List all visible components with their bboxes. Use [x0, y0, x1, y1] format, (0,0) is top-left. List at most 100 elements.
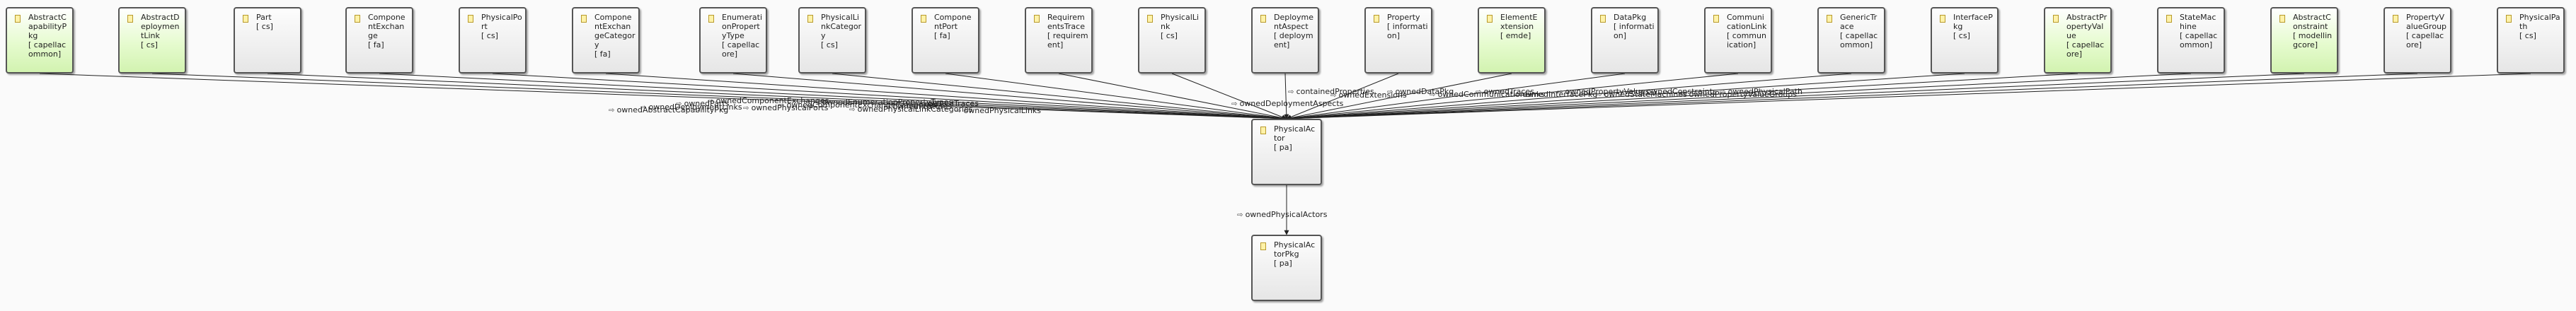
- class-icon: [1260, 127, 1266, 134]
- class-icon: [1713, 15, 1719, 23]
- node-header: AbstractPropertyValue[ capellacore]: [2045, 8, 2110, 59]
- class-node-abstract-property-value[interactable]: AbstractPropertyValue[ capellacore]: [2044, 7, 2112, 74]
- edge-label: ⇨ ownedCommunicationLinks: [1430, 90, 1545, 100]
- edge-n18-center[interactable]: [1286, 73, 1965, 122]
- node-header: PhysicalPath[ cs]: [2498, 8, 2563, 40]
- edge-n15-center[interactable]: [1286, 73, 1626, 121]
- edge-label-text: ownedPhysicalPorts: [751, 103, 829, 112]
- edge-n10-center[interactable]: [1058, 73, 1287, 121]
- reference-arrow-icon: ⇨: [1638, 88, 1647, 96]
- class-node-abstract-constraint[interactable]: AbstractConstraint[ modellingcore]: [2270, 7, 2338, 74]
- class-node-element-extension[interactable]: ElementExtension[ emde]: [1478, 7, 1546, 74]
- class-node-abstract-deployment-link[interactable]: AbstractDeploymentLink[ cs]: [118, 7, 186, 74]
- edge-label-text: ownedFeatures: [892, 102, 953, 111]
- node-header: PropertyValueGroup[ capellacore]: [2385, 8, 2450, 49]
- class-icon: [581, 15, 587, 23]
- class-icon: [468, 15, 473, 23]
- class-icon: [807, 15, 813, 23]
- node-name: AbstractDeploymentLink: [141, 13, 180, 40]
- reference-arrow-icon: ⇨: [814, 99, 822, 107]
- edge-label: ⇨ ownedExtensions: [1330, 91, 1407, 100]
- edge-n14-center[interactable]: [1286, 73, 1512, 121]
- class-node-physical-link-category[interactable]: PhysicalLinkCategory[ cs]: [798, 7, 866, 74]
- node-name: PhysicalLinkCategory: [821, 13, 862, 40]
- edge-n17-center[interactable]: [1286, 73, 1852, 121]
- node-name: InterfacePkg: [1953, 13, 1993, 31]
- node-package: [ deployment]: [1274, 31, 1313, 49]
- class-icon: [2393, 15, 2398, 23]
- reference-arrow-icon: ⇨: [1231, 100, 1240, 108]
- node-header: RequirementsTrace[ requirement]: [1026, 8, 1091, 49]
- class-icon: [1034, 15, 1040, 23]
- edge-n5-center[interactable]: [492, 73, 1287, 122]
- class-icon: [1260, 242, 1266, 250]
- edge-n2-center[interactable]: [151, 73, 1287, 122]
- node-package: [ capellacommon]: [1840, 31, 1878, 49]
- class-node-data-pkg[interactable]: DataPkg[ information]: [1591, 7, 1659, 74]
- node-name: DeploymentAspect: [1274, 13, 1313, 31]
- edge-label-text: ownedAbstractCapabilityPkg: [616, 105, 729, 115]
- class-node-communication-link[interactable]: CommunicationLink[ communication]: [1704, 7, 1772, 74]
- class-icon: [1600, 15, 1606, 23]
- class-node-physical-actor[interactable]: PhysicalActor[ pa]: [1251, 119, 1322, 185]
- class-node-physical-link[interactable]: PhysicalLink[ cs]: [1138, 7, 1206, 74]
- node-package: [ cs]: [1953, 31, 1970, 40]
- edge-n12-center[interactable]: [1284, 73, 1289, 119]
- class-node-physical-path[interactable]: PhysicalPath[ cs]: [2497, 7, 2565, 74]
- class-node-component-port[interactable]: ComponentPort[ fa]: [912, 7, 979, 74]
- edge-n21-center[interactable]: [1286, 73, 2305, 122]
- edge-n4-center[interactable]: [379, 73, 1287, 122]
- class-node-physical-actor-pkg[interactable]: PhysicalActorPkg[ pa]: [1251, 235, 1322, 301]
- node-package: [ cs]: [256, 22, 273, 31]
- edge-n19-center[interactable]: [1286, 73, 2078, 122]
- class-node-deployment-aspect[interactable]: DeploymentAspect[ deployment]: [1251, 7, 1319, 74]
- class-node-property[interactable]: Property[ information]: [1364, 7, 1432, 74]
- class-node-component-exchange-category[interactable]: ComponentExchangeCategory[ fa]: [572, 7, 640, 74]
- edge-n6-center[interactable]: [605, 73, 1287, 122]
- reference-arrow-icon: ⇨: [640, 104, 649, 112]
- edge-n3-center[interactable]: [267, 73, 1287, 122]
- edge-n20-center[interactable]: [1286, 73, 2192, 122]
- edge-n13-center[interactable]: [1286, 73, 1399, 119]
- edge-n1-center[interactable]: [39, 73, 1287, 122]
- class-node-interface-pkg[interactable]: InterfacePkg[ cs]: [1931, 7, 1999, 74]
- edge-n8-center[interactable]: [832, 73, 1287, 121]
- edge-n11-center[interactable]: [1171, 73, 1287, 119]
- node-name: ComponentExchange: [368, 13, 406, 40]
- node-package: [ capellacommon]: [2180, 31, 2218, 49]
- reference-arrow-icon: ⇨: [743, 105, 752, 112]
- edge-n22-center[interactable]: [1286, 73, 2418, 122]
- class-icon: [1147, 15, 1153, 23]
- class-icon: [2166, 15, 2172, 23]
- class-icon: [921, 15, 926, 23]
- edge-label-text: ownedComponentExchangeCategories: [786, 100, 938, 110]
- node-name: AbstractCapabilityPkg: [28, 13, 67, 40]
- edge-n9-center[interactable]: [945, 73, 1287, 121]
- class-icon: [2279, 15, 2285, 23]
- class-icon: [2506, 15, 2512, 23]
- class-node-abstract-capability-pkg[interactable]: AbstractCapabilityPkg[ capellacommon]: [6, 7, 74, 74]
- reference-arrow-icon: ⇨: [609, 107, 617, 115]
- edge-label: ⇨ ownedEnumerationPropertyTypes: [814, 98, 953, 107]
- edge-n7-center[interactable]: [732, 73, 1287, 121]
- class-node-physical-port[interactable]: PhysicalPort[ cs]: [459, 7, 527, 74]
- class-node-state-machine[interactable]: StateMachine[ capellacommon]: [2157, 7, 2225, 74]
- class-node-requirements-trace[interactable]: RequirementsTrace[ requirement]: [1025, 7, 1093, 74]
- reference-arrow-icon: ⇨: [1288, 88, 1296, 96]
- class-icon: [2053, 15, 2059, 23]
- node-header: DeploymentAspect[ deployment]: [1253, 8, 1318, 49]
- class-node-property-value-group[interactable]: PropertyValueGroup[ capellacore]: [2384, 7, 2451, 74]
- class-node-component-exchange[interactable]: ComponentExchange[ fa]: [345, 7, 413, 74]
- class-node-enumeration-property-type[interactable]: EnumerationPropertyType[ capellacore]: [699, 7, 767, 74]
- edge-label: ⇨ ownedDataPkg: [1387, 88, 1454, 97]
- class-icon: [243, 15, 248, 23]
- edge-n16-center[interactable]: [1286, 73, 1739, 121]
- class-node-generic-trace[interactable]: GenericTrace[ capellacommon]: [1817, 7, 1885, 74]
- edge-label-text: ownedDeploymentAspects: [1239, 99, 1344, 108]
- node-header: InterfacePkg[ cs]: [1932, 8, 1997, 40]
- edge-label-text: ownedCommunicationLinks: [1437, 90, 1545, 99]
- edge-n23-center[interactable]: [1286, 73, 2531, 122]
- reference-arrow-icon: ⇨: [1430, 91, 1438, 99]
- reference-arrow-icon: ⇨: [708, 98, 716, 105]
- class-node-part[interactable]: Part[ cs]: [234, 7, 301, 74]
